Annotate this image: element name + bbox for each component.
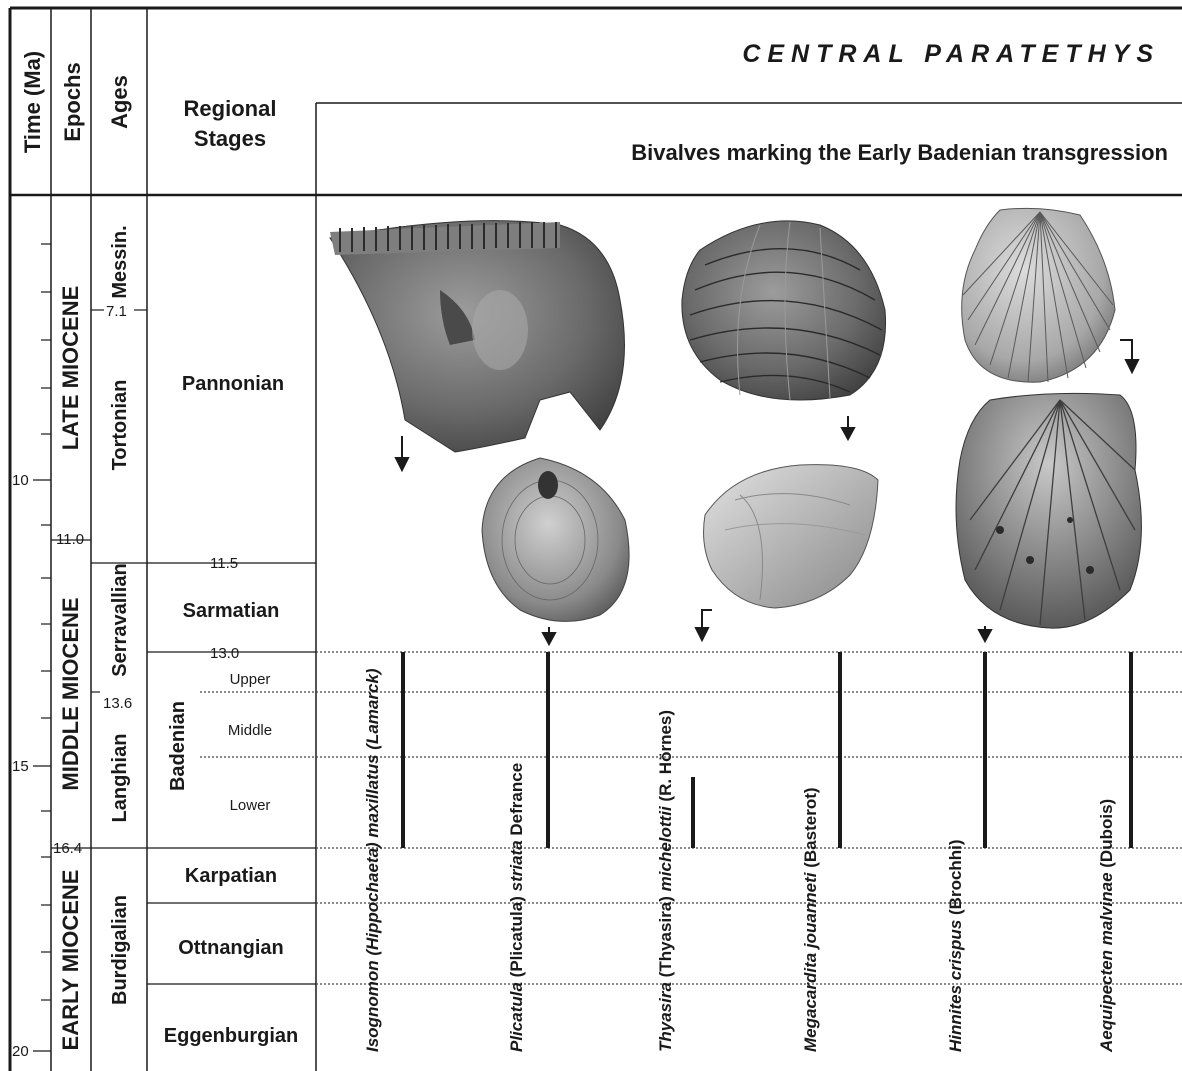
thyasira-shell-illustration: [704, 465, 878, 608]
aequipecten-shell-illustration: [962, 208, 1115, 382]
tick-label-20: 20: [12, 1043, 29, 1060]
species-epithet: michelottii: [656, 805, 675, 891]
species-isognomon-label: Isognomon (Hippochaeta) maxillatus (Lama…: [363, 668, 382, 1052]
species-aequipecten-label: Aequipecten malvinae (Dubois): [1097, 799, 1116, 1053]
stage-pannonian: Pannonian: [182, 373, 284, 395]
species-genus: Thyasira: [656, 982, 675, 1052]
species-author: (Dubois): [1097, 799, 1116, 868]
epoch-late-miocene: LATE MIOCENE: [58, 286, 83, 451]
stage-karpatian: Karpatian: [185, 865, 277, 887]
species-epithet: malvinae: [1097, 872, 1116, 945]
age-tortonian: Tortonian: [109, 380, 131, 471]
boundary-16-4: 16.4: [53, 840, 82, 857]
tick-label-15: 15: [12, 758, 29, 775]
time-axis-ticks: [33, 244, 51, 1051]
species-epithet: crispus: [946, 920, 965, 980]
stage-badenian: Badenian: [167, 701, 189, 791]
species-genus: Megacardita: [801, 953, 820, 1052]
species-subgenus: (Plicatula): [507, 896, 526, 977]
boundary-11-0: 11.0: [56, 531, 84, 548]
boundary-7-1: 7.1: [106, 303, 127, 320]
species-genus: Hinnites: [946, 985, 965, 1052]
species-subgenus: (Hippochaeta): [363, 842, 382, 956]
boundary-13-0: 13.0: [210, 645, 239, 662]
tick-label-10: 10: [12, 472, 29, 489]
regional-stages-header-line2: Stages: [194, 126, 266, 151]
species-hinnites-label: Hinnites crispus (Brochhi): [946, 839, 965, 1052]
age-messinian: Messin.: [109, 225, 131, 298]
substage-upper: Upper: [230, 671, 271, 688]
chart-title: CENTRAL PARATETHYS: [742, 40, 1160, 68]
stage-ottnangian: Ottnangian: [178, 937, 284, 959]
stage-sarmatian: Sarmatian: [183, 600, 280, 622]
epoch-early-miocene: EARLY MIOCENE: [58, 870, 83, 1051]
species-author: (Lamarck): [363, 668, 382, 750]
stage-eggenburgian: Eggenburgian: [164, 1025, 298, 1047]
chart-subtitle: Bivalves marking the Early Badenian tran…: [631, 140, 1168, 165]
species-author: Defrance: [507, 763, 526, 836]
isognomon-shell-illustration: [330, 221, 625, 452]
age-burdigalian: Burdigalian: [109, 895, 131, 1005]
plicatula-shell-illustration: [482, 458, 629, 621]
age-langhian: Langhian: [109, 734, 131, 823]
species-thyasira-label: Thyasira (Thyasira) michelottii (R. Hörn…: [656, 710, 675, 1052]
age-serravallian: Serravallian: [109, 563, 131, 676]
species-epithet: maxillatus: [363, 754, 382, 837]
time-column-header: Time (Ma): [20, 51, 45, 153]
species-megacardita-label: Megacardita jouanneti (Basterot): [801, 787, 820, 1052]
hinnites-shell-illustration: [956, 393, 1141, 628]
ages-column-header: Ages: [107, 75, 132, 129]
species-author: (Brochhi): [946, 839, 965, 915]
substage-lower: Lower: [230, 797, 271, 814]
species-genus: Plicatula: [507, 982, 526, 1052]
epoch-middle-miocene: MIDDLE MIOCENE: [58, 597, 83, 790]
species-epithet: striata: [507, 840, 526, 891]
boundary-13-6: 13.6: [103, 695, 132, 712]
species-author: (Basterot): [801, 787, 820, 867]
species-genus: Aequipecten: [1097, 950, 1116, 1053]
species-author: (R. Hörnes): [656, 710, 675, 802]
species-subgenus: (Thyasira): [656, 896, 675, 977]
epochs-column-header: Epochs: [60, 62, 85, 141]
regional-stages-header-line1: Regional: [184, 96, 277, 121]
species-genus: Isognomon: [363, 960, 382, 1052]
substage-middle: Middle: [228, 722, 272, 739]
species-plicatula-label: Plicatula (Plicatula) striata Defrance: [507, 763, 526, 1052]
species-epithet: jouanneti: [801, 871, 820, 950]
megacardita-shell-illustration: [682, 221, 886, 400]
